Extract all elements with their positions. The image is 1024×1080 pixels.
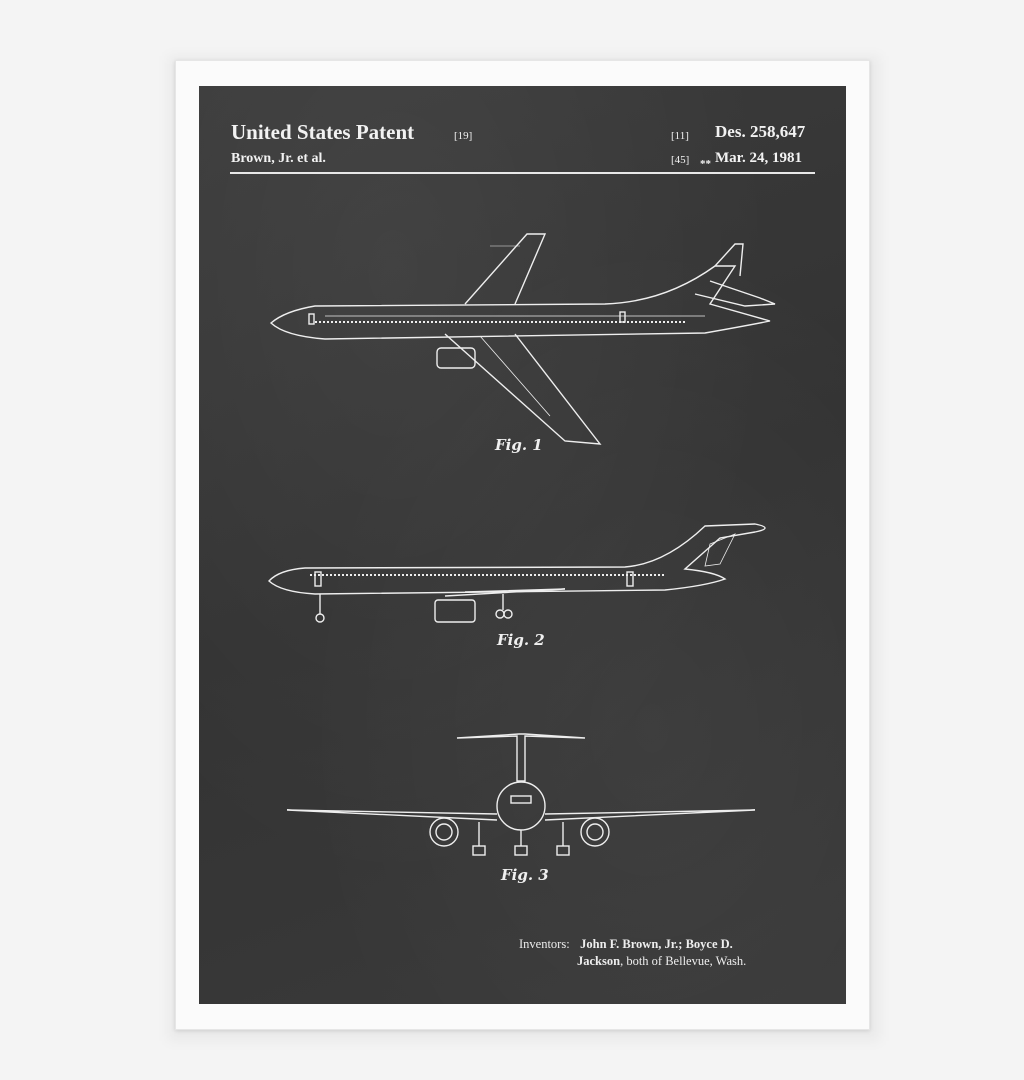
- inventors-label: Inventors:: [519, 937, 570, 951]
- inventors-line-1: John F. Brown, Jr.; Boyce D.: [580, 937, 733, 951]
- patent-date: Mar. 24, 1981: [715, 150, 802, 166]
- figure-3-label: Fig. 3: [501, 866, 549, 884]
- inventors-line-2-location: , both of Bellevue, Wash.: [620, 954, 747, 968]
- figure-1-airplane-icon: [269, 233, 776, 445]
- figure-1-label: Fig. 1: [495, 436, 543, 454]
- patent-number: Des. 258,647: [715, 122, 806, 141]
- inventors-line-2-name: Jackson: [577, 954, 621, 968]
- patent-ref: [11]: [671, 130, 689, 142]
- figure-2-airplane-icon: [268, 523, 766, 623]
- chalkboard-print: United States Patent [19] [11] Des. 258,…: [199, 86, 846, 1004]
- figure-2-label: Fig. 2: [497, 631, 545, 649]
- date-marker: **: [700, 158, 711, 170]
- poster-frame: United States Patent [19] [11] Des. 258,…: [175, 60, 870, 1030]
- patent-title: United States Patent: [231, 120, 415, 144]
- figure-3-airplane-icon: [286, 733, 756, 856]
- date-ref: [45]: [671, 154, 690, 166]
- inventors-block: Inventors: John F. Brown, Jr.; Boyce D. …: [519, 936, 746, 970]
- title-ref: [19]: [454, 130, 473, 142]
- patent-author: Brown, Jr. et al.: [231, 151, 326, 166]
- header-divider: [230, 172, 815, 174]
- frame-edge: [175, 60, 870, 1030]
